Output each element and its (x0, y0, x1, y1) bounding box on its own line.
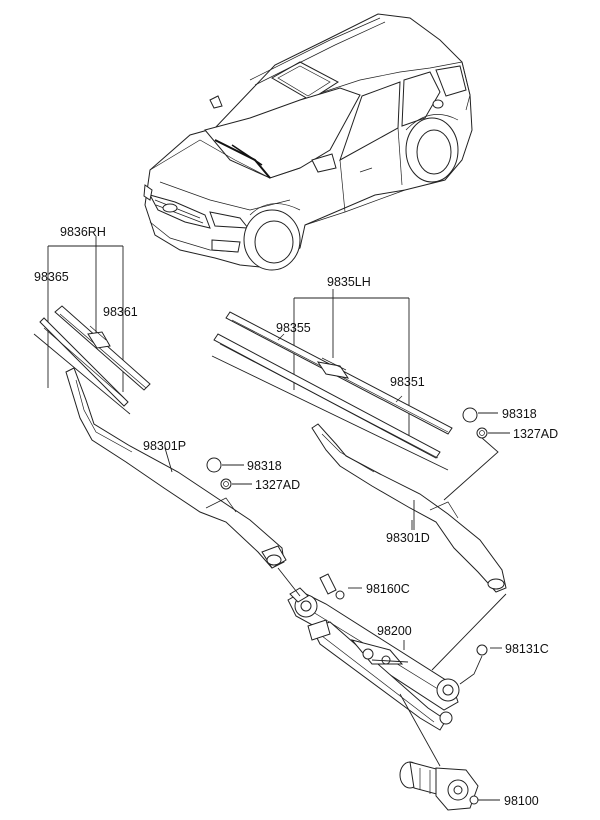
label-98160c: 98160C (366, 582, 410, 596)
label-9835lh: 9835LH (327, 275, 371, 289)
lh-blade-assembly (211, 289, 453, 471)
rh-blade-assembly (33, 236, 151, 415)
cap-98318-lh (462, 407, 478, 423)
label-98301p: 98301P (143, 439, 186, 453)
label-98301d: 98301D (386, 531, 430, 545)
label-98365: 98365 (34, 270, 69, 284)
label-98100: 98100 (504, 794, 539, 808)
label-1327ad-rh: 1327AD (255, 478, 300, 492)
label-9836rh: 9836RH (60, 225, 106, 239)
linkage-98200 (287, 573, 460, 731)
suv-illustration (143, 13, 473, 271)
cap-98318-rh (206, 457, 222, 473)
label-98361: 98361 (103, 305, 138, 319)
motor-98100 (399, 761, 500, 811)
nut-1327ad-rh (220, 478, 232, 490)
part-labels: 9836RH 98365 98361 98301P 98318 1327AD 9… (34, 225, 558, 808)
label-98200: 98200 (377, 624, 412, 638)
label-1327ad-lh: 1327AD (513, 427, 558, 441)
label-98131c: 98131C (505, 642, 549, 656)
nut-1327ad-lh (476, 427, 488, 439)
label-98318-rh: 98318 (247, 459, 282, 473)
leader-lines (277, 520, 507, 767)
label-98318-lh: 98318 (502, 407, 537, 421)
caps-and-nuts (206, 407, 510, 501)
arm-98301d (311, 423, 507, 593)
label-98355: 98355 (276, 321, 311, 335)
arm-98301p (65, 367, 287, 569)
label-98351: 98351 (390, 375, 425, 389)
